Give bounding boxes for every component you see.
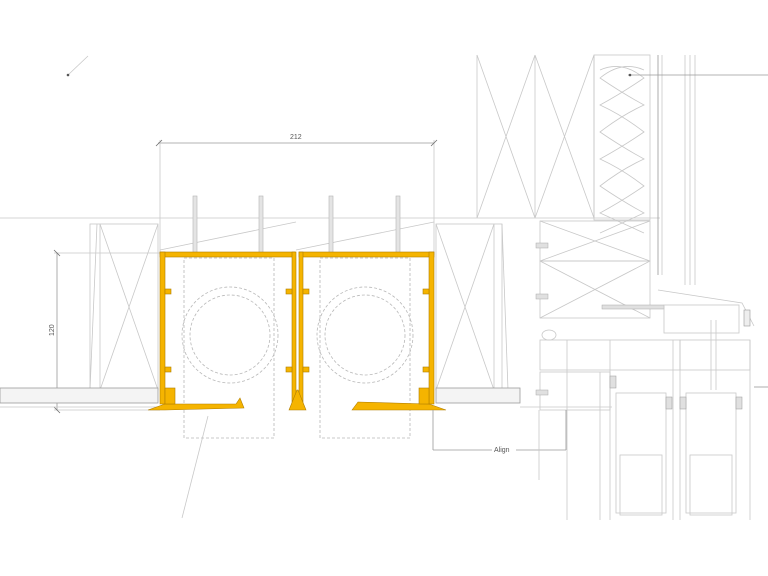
void-line-1 [159, 221, 297, 251]
screw-icon [328, 195, 334, 257]
timber-batten-left [89, 223, 159, 391]
leader-bottom [181, 415, 209, 519]
screw-icon [395, 195, 401, 257]
dimension-height: 120 [49, 249, 160, 414]
dimension-width-label: 212 [290, 134, 302, 141]
screw-icon [258, 195, 264, 257]
ceiling-track-profile [147, 251, 447, 411]
timber-batten-right [435, 223, 509, 391]
align-label: Align [494, 447, 510, 454]
window-head-timbers [535, 220, 665, 341]
wall-structure [476, 54, 768, 285]
align-dimension: Align [432, 406, 612, 480]
ceiling-board-left [0, 387, 159, 404]
ceiling-board-right [435, 387, 521, 404]
screw-icon [192, 195, 198, 257]
dimension-height-label: 120 [49, 324, 56, 336]
dimension-width: 212 [155, 134, 438, 255]
head-flashing [657, 289, 755, 390]
leader-top-left [66, 55, 89, 77]
window-frame [535, 339, 768, 520]
fixing-screws [192, 195, 401, 257]
void-line-2 [295, 221, 435, 251]
track-carriers [181, 257, 414, 439]
